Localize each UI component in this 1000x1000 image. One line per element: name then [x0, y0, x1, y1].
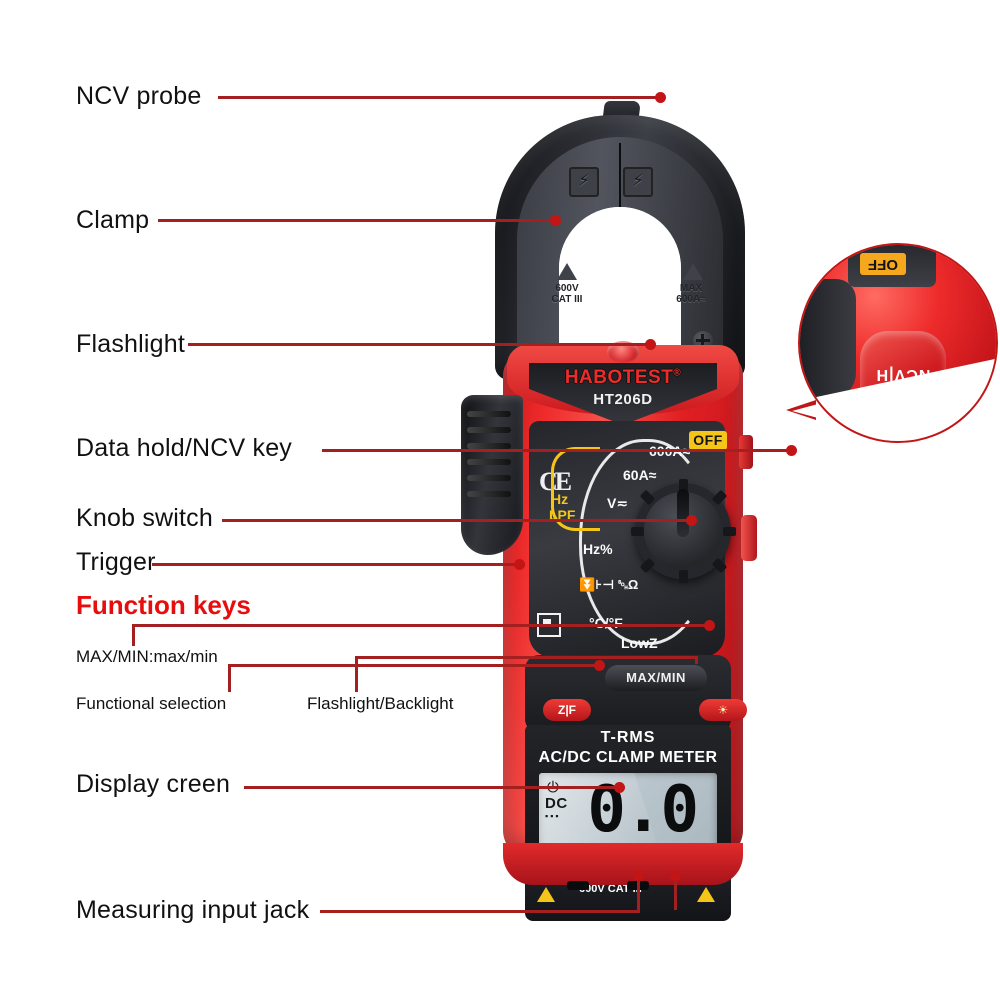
leader-knob-switch — [222, 519, 692, 522]
dc-mode-indicator: DC▪▪▪ — [545, 795, 568, 821]
leader-functional-selection-v — [228, 664, 231, 692]
leader-dot-data-hold-ncv-key — [786, 445, 797, 456]
warning-triangle-icon-input — [697, 887, 715, 902]
dial-off-badge: OFF — [689, 431, 727, 450]
ce-mark: CE — [539, 467, 572, 496]
leader-dot-trigger — [514, 559, 525, 570]
max-min-button[interactable]: MAX/MIN — [605, 665, 707, 691]
dial-label-hz-percent: Hz% — [583, 541, 613, 557]
dial-arc — [579, 439, 713, 645]
leader-dot-input-jack — [670, 870, 681, 881]
warning-triangle-icon-com — [537, 887, 555, 902]
leader-functional-selection-h — [228, 664, 600, 667]
side-button-upper[interactable] — [739, 435, 753, 469]
leader-dot-functional-selection — [594, 660, 605, 671]
model-number: HT206D — [593, 391, 653, 408]
leader-dot-com-jack — [633, 870, 644, 881]
leader-flashlight-backlight-v — [355, 656, 358, 692]
leader-function-keys — [132, 624, 710, 627]
leader-dot-flashlight — [645, 339, 656, 350]
flashlight-backlight-button[interactable]: ☀ — [699, 699, 747, 721]
knob-pointer — [677, 489, 689, 537]
com-input-jack[interactable] — [567, 881, 589, 890]
leader-dot-knob-switch — [686, 515, 697, 526]
data-hold-ncv-side-button[interactable] — [741, 515, 757, 561]
leader-flashlight-backlight-drop — [695, 656, 698, 664]
label-ncv-probe: NCV probe — [76, 82, 202, 110]
trigger-lever[interactable] — [461, 395, 523, 555]
leader-trigger — [152, 563, 520, 566]
leader-measuring-input-jack-v2 — [674, 874, 677, 910]
label-data-hold-ncv-key: Data hold/NCV key — [76, 434, 292, 462]
jaw-seam — [619, 143, 621, 207]
label-measuring-input-jack: Measuring input jack — [76, 896, 310, 924]
label-trigger: Trigger — [76, 548, 156, 576]
label-functional-selection: Functional selection — [76, 694, 227, 713]
leader-dot-clamp — [550, 215, 561, 226]
dial-label-temperature: °C/°F — [589, 615, 623, 631]
label-max-min: MAX/MIN:max/min — [76, 647, 218, 666]
leader-dot-function-keys — [704, 620, 715, 631]
lightning-bolt-icon-left: ⚡ — [569, 167, 599, 197]
magnified-panel-edge — [800, 279, 856, 399]
leader-flashlight-backlight-h — [355, 656, 698, 659]
brand-registered-mark: ® — [673, 367, 682, 379]
dial-label-diode-ohm: ⏬⊦⊣ ␁Ω — [579, 577, 639, 592]
label-display-screen: Display creen — [76, 770, 231, 798]
lightning-bolt-icon-right: ⚡ — [623, 167, 653, 197]
leader-dot-display-screen — [614, 782, 625, 793]
label-knob-switch: Knob switch — [76, 504, 213, 532]
leader-ncv-probe — [218, 96, 661, 99]
cat-rating-label: 600V CAT III — [579, 883, 642, 895]
leader-data-hold-ncv-key — [322, 449, 792, 452]
leader-display-screen — [244, 786, 620, 789]
brand-text: HABOTEST — [564, 367, 674, 388]
leader-measuring-input-jack-v1 — [637, 874, 640, 910]
dc-mode-text: DC — [545, 795, 568, 812]
leader-flashlight — [188, 343, 651, 346]
label-clamp: Clamp — [76, 206, 150, 234]
dial-label-hz: Hz — [551, 491, 569, 507]
leader-max-min-tick — [132, 624, 135, 646]
meter-type-label: AC/DC CLAMP METER — [538, 749, 718, 766]
dial-label-voltage: V≂ — [607, 495, 629, 511]
dial-label-60a: 60A≈ — [623, 467, 657, 483]
leader-clamp — [158, 219, 556, 222]
brand-name: HABOTEST® — [529, 367, 717, 389]
warning-triangle-icon-left — [557, 263, 577, 280]
label-flashlight: Flashlight — [76, 330, 185, 358]
rotary-knob-switch[interactable] — [631, 479, 736, 583]
meter-bottom-cap — [503, 843, 743, 885]
dial-arc-yellow — [551, 447, 600, 531]
label-flashlight-backlight: Flashlight/Backlight — [307, 694, 454, 713]
magnified-detail-callout: OFF NCV|H — [798, 243, 998, 443]
magnified-off-badge: OFF — [860, 253, 906, 275]
flashlight-lens — [607, 341, 639, 363]
warning-triangle-icon-right — [683, 263, 703, 280]
trms-label: T-RMS — [600, 729, 656, 746]
zf-function-select-button[interactable]: Z|F — [543, 699, 591, 721]
dial-label-lowz: LowZ — [621, 635, 658, 651]
label-function-keys: Function keys — [76, 590, 251, 620]
leader-measuring-input-jack-h — [320, 910, 640, 913]
leader-dot-ncv-probe — [655, 92, 666, 103]
